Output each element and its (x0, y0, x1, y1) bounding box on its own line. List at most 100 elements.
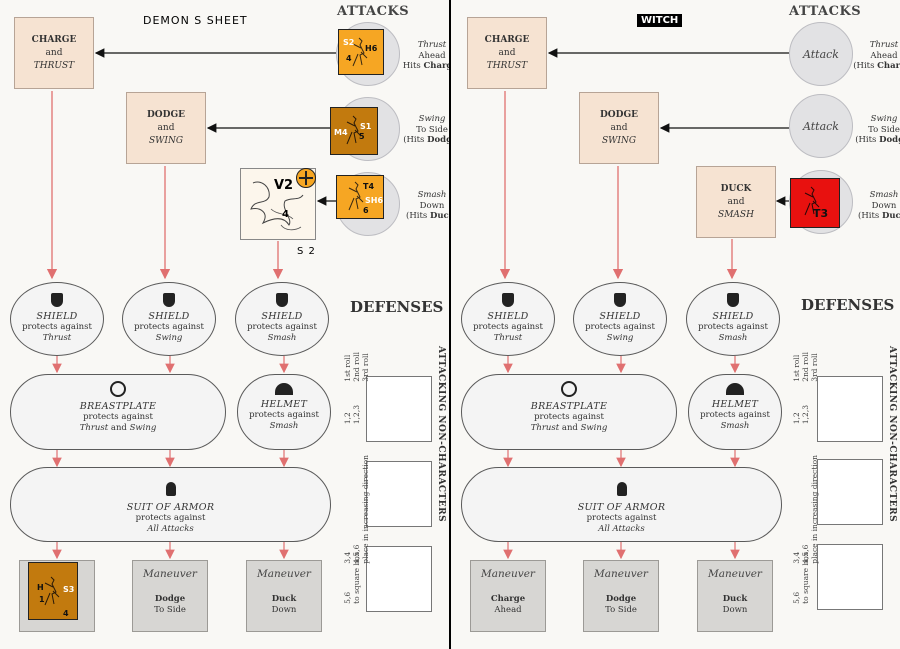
monster-drawing-icon (250, 181, 304, 231)
protects-text: protects against (585, 322, 655, 332)
monster-card[interactable]: V2 4 (240, 168, 316, 240)
protects-text: protects against (135, 513, 206, 523)
maneuver-duck-box[interactable]: Maneuver Duck Down (697, 560, 773, 632)
hits-target: Charge (423, 61, 458, 71)
non-character-box-1[interactable] (817, 376, 883, 442)
swing-attack-circle[interactable]: Attack (789, 94, 853, 158)
chit-effort-label: 4 (346, 54, 352, 63)
charge-label: CHARGE (31, 34, 77, 45)
non-character-box-3[interactable] (366, 546, 432, 612)
defenses-header: DEFENSES (350, 298, 444, 316)
maneuver-duck-box[interactable]: Maneuver Duck Down (246, 560, 322, 632)
weight-label: 4 (282, 209, 289, 220)
roll-values-text: 5,6 to square box (792, 552, 810, 604)
dodge-swing-box[interactable]: DODGE and SWING (126, 92, 206, 164)
shield-swing-box[interactable]: SHIELD protects against Swing (573, 282, 667, 356)
suit-of-armor-box[interactable]: SUIT OF ARMOR protects against All Attac… (10, 467, 331, 542)
suit-of-armor-box[interactable]: SUIT OF ARMOR protects against All Attac… (461, 467, 782, 542)
roll-values-text: 5,6 to square box (343, 552, 361, 604)
attack-type: Thrust (42, 333, 72, 343)
swing-attack-text: Swing To Side (Hits Dodge) (853, 114, 900, 146)
and-label: and (498, 47, 516, 58)
witch-sheet-panel: WITCH ATTACKS CHARGE and THRUST DODGE an… (451, 0, 900, 649)
shield-thrust-box[interactable]: SHIELD protects against Thrust (10, 282, 104, 356)
protects-text: protects against (698, 322, 768, 332)
protects-text: protects against (534, 412, 604, 422)
breastplate-box[interactable]: BREASTPLATE protects against Thrust and … (461, 374, 677, 450)
maneuver-direction: To Side (154, 605, 186, 615)
t3-chit[interactable]: T3 (790, 178, 840, 228)
maneuver-charge-box[interactable]: Maneuver Charge Ahead (470, 560, 546, 632)
hits-word: (Hits (403, 135, 428, 145)
charge-label: CHARGE (484, 34, 530, 45)
smash-chit[interactable]: T4 SH6 6 (336, 175, 384, 219)
maneuver-name: Dodge (605, 594, 637, 604)
duck-smash-box[interactable]: DUCK and SMASH (696, 166, 776, 238)
thrust-chit[interactable]: S2 H6 4 (338, 29, 384, 75)
protects-text: protects against (249, 410, 319, 420)
maneuver-direction: Ahead (494, 605, 522, 615)
maneuver-dodge-box[interactable]: Maneuver Dodge To Side (583, 560, 659, 632)
helmet-box[interactable]: HELMET protects against Smash (688, 374, 782, 450)
smash-attack-text: Smash Down (Hits Duck) (853, 190, 900, 222)
direction-word: Ahead (870, 50, 898, 61)
dodge-swing-box[interactable]: DODGE and SWING (579, 92, 659, 164)
maneuver-title: Maneuver (481, 568, 535, 580)
charge-thrust-box[interactable]: CHARGE and THRUST (467, 17, 547, 89)
protects-text: protects against (586, 513, 657, 523)
maneuver-dodge-box[interactable]: Maneuver Dodge To Side (132, 560, 208, 632)
shield-icon (614, 293, 626, 307)
helmet-icon (726, 383, 744, 395)
maneuver-chit[interactable]: H S3 1 4 (28, 562, 78, 620)
swing-chit[interactable]: M4 S1 5 (330, 107, 378, 155)
fighter-icon (346, 115, 362, 145)
swing-word: Swing (870, 114, 898, 124)
roll-values-text: 3,4 4,5,6 place in increasing direction (343, 455, 370, 564)
attack-type: Smash (267, 333, 297, 343)
maneuver-name: Charge (490, 594, 526, 604)
chit-speed-label: S2 (343, 38, 355, 47)
breastplate-icon (110, 381, 126, 397)
shield-title: SHIELD (148, 311, 190, 322)
hits-target: Dodge (879, 135, 900, 145)
thrust-word: Thrust (417, 40, 447, 50)
attack-type: All Attacks (598, 524, 645, 534)
and-label: and (157, 122, 175, 133)
dodge-label: DODGE (147, 109, 185, 120)
non-character-box-2[interactable] (366, 461, 432, 527)
protects-text: protects against (22, 322, 92, 332)
non-character-box-3[interactable] (817, 544, 883, 610)
shield-smash-box[interactable]: SHIELD protects against Smash (235, 282, 329, 356)
shield-icon (163, 293, 175, 307)
roll-order-text: 1st roll 2nd roll 3rd roll (792, 352, 819, 382)
shield-thrust-box[interactable]: SHIELD protects against Thrust (461, 282, 555, 356)
hits-word: (Hits (858, 211, 882, 221)
chit-effort-label: 5 (359, 132, 365, 141)
duck-label: DUCK (720, 183, 752, 194)
vulnerability-label: V2 (274, 178, 294, 193)
hits-target: Duck (429, 211, 455, 221)
chit-speed-label: S3 (63, 585, 75, 594)
helmet-title: HELMET (260, 399, 308, 410)
protects-text: protects against (473, 322, 543, 332)
attack-type: Swing (606, 333, 634, 343)
hits-target: Charge (877, 61, 900, 71)
shield-smash-box[interactable]: SHIELD protects against Smash (686, 282, 780, 356)
chit-label: H (37, 583, 44, 592)
non-character-box-1[interactable] (366, 376, 432, 442)
breastplate-title: BREASTPLATE (530, 401, 608, 412)
breastplate-box[interactable]: BREASTPLATE protects against Thrust and … (10, 374, 226, 450)
hits-word: (Hits (855, 135, 880, 145)
and-word: and (559, 423, 581, 433)
witch-label: WITCH (637, 14, 683, 27)
thrust-attack-circle[interactable]: Attack (789, 22, 853, 86)
shield-title: SHIELD (599, 311, 641, 322)
hits-word: (Hits (853, 61, 878, 71)
helmet-box[interactable]: HELMET protects against Smash (237, 374, 331, 450)
non-character-box-2[interactable] (817, 459, 883, 525)
shield-swing-box[interactable]: SHIELD protects against Swing (122, 282, 216, 356)
charge-thrust-box[interactable]: CHARGE and THRUST (14, 17, 94, 89)
attacking-non-characters-header: ATTACKING NON-CHARACTERS (887, 346, 897, 523)
roll-values-text: 1,2 1,2,3 (792, 405, 810, 425)
fighter-icon (352, 37, 368, 67)
